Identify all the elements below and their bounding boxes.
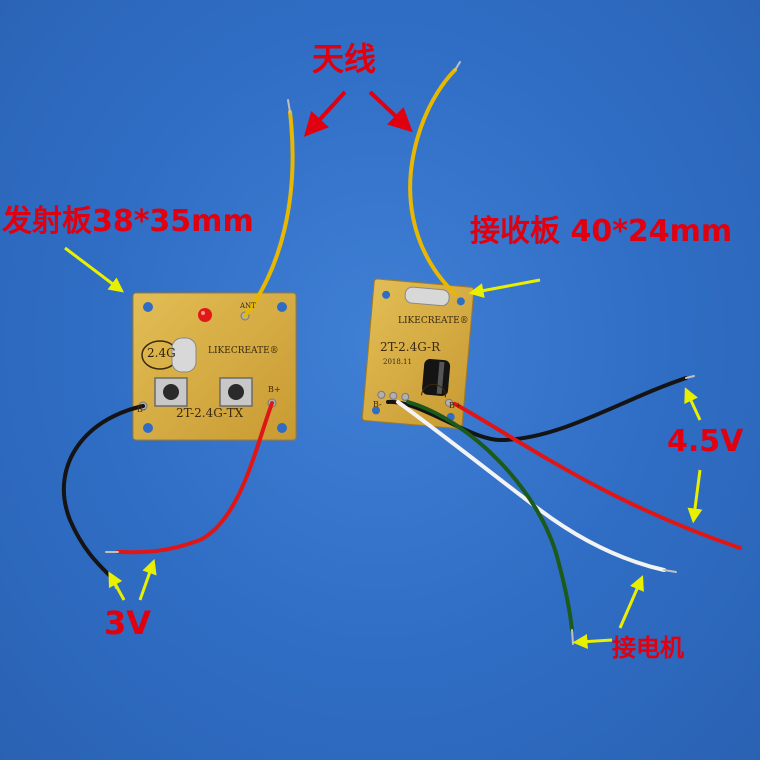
transmitter-label: 发射板38*35mm xyxy=(2,204,254,239)
tx-bplus-marking: B+ xyxy=(268,385,281,394)
transmitter-board xyxy=(132,292,297,441)
tx-antenna-pad-marking: ANT xyxy=(240,302,256,310)
receiver-voltage-label: 4.5V xyxy=(667,424,744,459)
rx-logo-marking: LIKECREATE® xyxy=(398,316,469,326)
tx-model-marking: 2T-2.4G-TX xyxy=(176,406,244,420)
transmitter-wires xyxy=(61,99,295,589)
rx-bplus-marking: B+ xyxy=(449,401,462,410)
receiver-wires xyxy=(386,61,742,645)
tx-frequency-marking: 2.4G xyxy=(147,346,176,360)
antenna-label: 天线 xyxy=(312,40,377,78)
tx-logo-marking: LIKECREATE® xyxy=(208,346,279,356)
receiver-board xyxy=(361,278,475,430)
receiver-label: 接收板 40*24mm xyxy=(470,214,733,249)
rx-model-marking: 2T-2.4G-R xyxy=(380,340,441,354)
tx-bminus-marking: B- xyxy=(137,405,146,414)
rx-bminus-marking: B- xyxy=(373,400,382,409)
motor-label: 接电机 xyxy=(612,634,684,662)
rx-date-marking: 2018.11 xyxy=(383,358,412,366)
transmitter-voltage-label: 3V xyxy=(104,604,152,642)
antenna-arrows xyxy=(303,90,413,137)
pointer-arrows xyxy=(64,246,703,650)
